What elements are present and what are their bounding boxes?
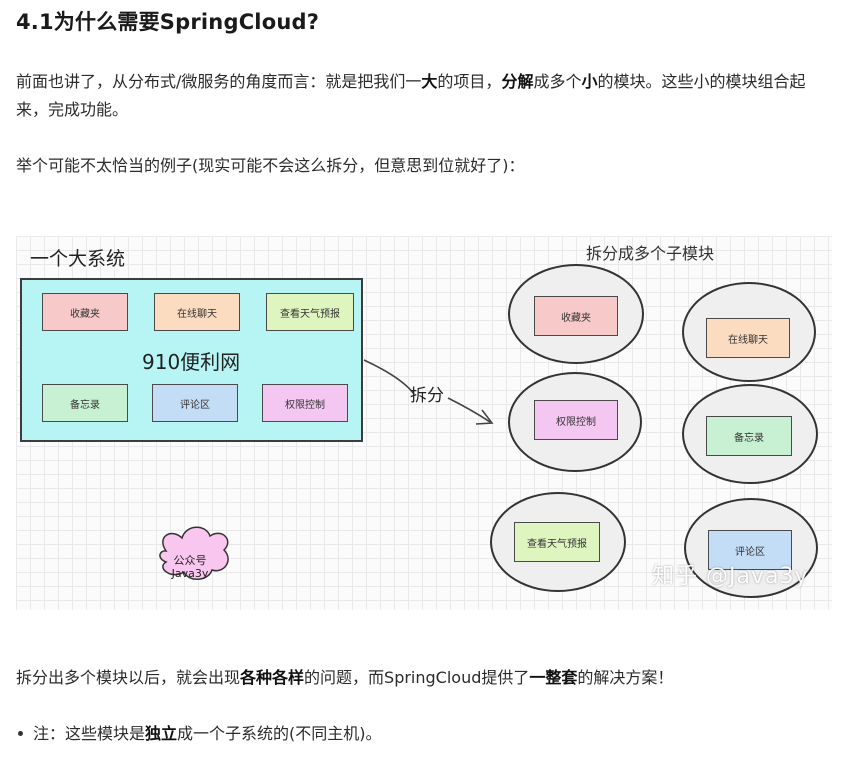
submodule-chat: 在线聊天: [706, 318, 790, 358]
problem-bold-various: 各种各样: [240, 668, 305, 687]
section-heading: 4.1为什么需要SpringCloud?: [16, 10, 320, 34]
intro-text-1: 前面也讲了，从分布式/微服务的角度而言：就是把我们一: [16, 72, 422, 91]
big-system-box: 收藏夹 在线聊天 查看天气预报 910便利网 备忘录 评论区 权限控制: [20, 278, 363, 442]
intro-bold-small: 小: [581, 72, 598, 91]
example-paragraph: 举个可能不太恰当的例子(现实可能不会这么拆分，但意思到位就好了)：: [16, 156, 525, 175]
note-text-2: 成一个子系统的(不同主机)。: [177, 724, 382, 743]
cloud-line-1: 公众号: [173, 554, 207, 567]
cloud-icon: [159, 526, 229, 580]
intro-text-4: 的模块。这些小的模块组合起来，完成功能。: [16, 72, 806, 119]
arrow-segment-2: [447, 397, 491, 423]
watermark: 知乎 @Java3y: [652, 564, 809, 589]
oval-comments: 评论区: [684, 498, 818, 598]
module-favorites: 收藏夹: [42, 293, 128, 331]
submodule-favorites: 收藏夹: [534, 296, 618, 336]
arrow-head-icon: [475, 409, 494, 425]
oval-weather: 查看天气预报: [490, 492, 626, 592]
submodule-memo: 备忘录: [706, 416, 792, 456]
oval-favorites: 收藏夹: [508, 264, 644, 364]
submodule-comments: 评论区: [708, 530, 792, 570]
intro-paragraph: 前面也讲了，从分布式/微服务的角度而言：就是把我们一大的项目，分解成多个小的模块…: [16, 68, 832, 124]
oval-memo: 备忘录: [682, 384, 818, 484]
big-system-label: 一个大系统: [30, 248, 126, 270]
cloud-line-2: Java3y: [171, 567, 209, 580]
intro-bold-big: 大: [421, 72, 438, 91]
big-system-title: 910便利网: [142, 350, 241, 374]
problem-text-3: 的解决方案！: [577, 668, 674, 687]
diagram-overlay: [159, 359, 494, 580]
arrow-segment-1: [363, 359, 415, 395]
intro-bold-split: 分解: [501, 72, 534, 91]
submodules-title: 拆分成多个子模块: [586, 244, 715, 263]
problem-paragraph: 拆分出多个模块以后，就会出现各种各样的问题，而SpringCloud提供了一整套…: [16, 664, 832, 692]
module-comments: 评论区: [152, 384, 238, 422]
module-permissions: 权限控制: [262, 384, 348, 422]
note-bullet: 注：这些模块是独立成一个子系统的(不同主机)。: [16, 720, 382, 748]
module-chat: 在线聊天: [154, 293, 240, 331]
submodule-weather: 查看天气预报: [514, 522, 600, 562]
note-bold-independent: 独立: [145, 724, 178, 743]
oval-chat: 在线聊天: [682, 282, 816, 382]
module-memo: 备忘录: [42, 384, 128, 422]
split-label: 拆分: [410, 386, 444, 406]
note-text-1: 注：这些模块是: [33, 724, 146, 743]
submodule-permissions: 权限控制: [534, 400, 618, 440]
module-weather: 查看天气预报: [266, 293, 354, 331]
oval-permissions: 权限控制: [508, 372, 642, 472]
problem-text-1: 拆分出多个模块以后，就会出现: [16, 668, 241, 687]
cloud-label: 公众号 Java3y: [168, 554, 212, 580]
intro-text-2: 的项目，: [437, 72, 502, 91]
problem-bold-full-set: 一整套: [529, 668, 578, 687]
bullet-icon: [18, 730, 23, 736]
intro-text-3: 成多个: [533, 72, 582, 91]
problem-text-2: 的问题，而SpringCloud提供了: [304, 668, 530, 687]
architecture-diagram: 一个大系统 收藏夹 在线聊天 查看天气预报 910便利网 备忘录 评论区 权限控…: [16, 236, 832, 610]
